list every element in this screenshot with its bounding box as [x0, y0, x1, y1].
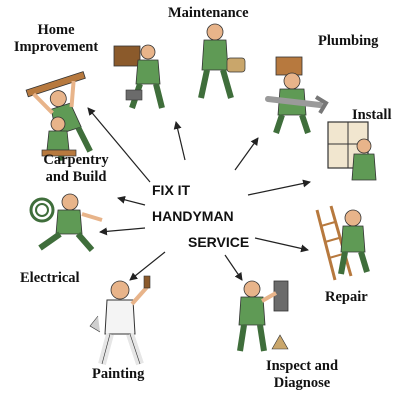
label-electrical: Electrical	[20, 270, 80, 286]
worker-maintenance-illustration	[113, 44, 165, 109]
worker-maintenance-2-illustration	[198, 23, 246, 99]
center-title-line2: HANDYMAN	[152, 208, 234, 224]
arrow-plumbing	[234, 137, 259, 171]
worker-painting-illustration	[89, 275, 151, 366]
center-title-line1: FIX IT	[152, 182, 191, 198]
arrow-carpentry	[117, 195, 146, 206]
worker-electrical-illustration	[29, 193, 103, 252]
label-carpentry-line2: and Build	[45, 169, 107, 185]
worker-carpentry-illustration	[41, 116, 77, 157]
label-painting: Painting	[92, 366, 145, 382]
center-title-line3: SERVICE	[188, 234, 250, 250]
label-inspect-line2: Diagnose	[273, 375, 331, 391]
arrow-repair	[254, 237, 309, 253]
worker-plumbing-illustration	[265, 56, 329, 134]
worker-repair-illustration	[315, 205, 370, 281]
worker-inspect-illustration	[237, 280, 289, 352]
arrow-painting	[129, 251, 166, 281]
label-home-improvement-line2: Improvement	[13, 39, 99, 55]
arrow-install	[247, 179, 311, 196]
label-install: Install	[352, 107, 392, 123]
arrow-inspect	[224, 254, 243, 281]
label-maintenance: Maintenance	[168, 5, 249, 21]
label-inspect-line1: Inspect and	[265, 358, 339, 374]
connector-arrows	[87, 107, 311, 281]
arrow-maintenance	[173, 121, 186, 161]
label-carpentry-line1: Carpentry	[43, 152, 109, 168]
arrow-home-improvement	[87, 107, 151, 183]
label-home-improvement: Home Improvement	[2, 22, 110, 56]
label-repair: Repair	[325, 289, 368, 305]
worker-install-illustration	[327, 121, 377, 181]
label-carpentry: Carpentry and Build	[30, 152, 122, 186]
label-inspect-diagnose: Inspect and Diagnose	[250, 358, 354, 392]
label-plumbing: Plumbing	[318, 33, 379, 49]
label-home-improvement-line1: Home	[37, 22, 75, 38]
arrow-electrical	[99, 227, 146, 236]
